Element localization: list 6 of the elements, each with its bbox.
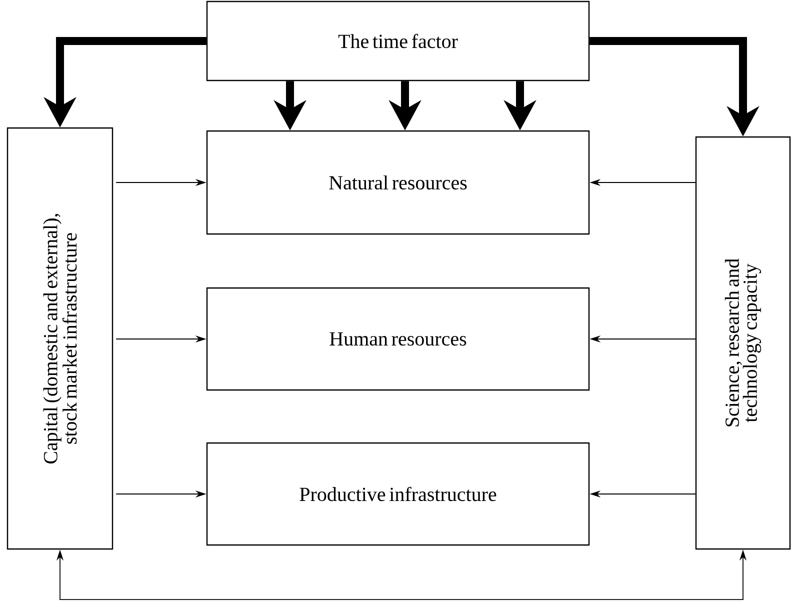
process-box: The time factor [206,0,590,82]
process-box: Human resources [206,287,590,391]
process-box: Natural resources [206,130,590,235]
process-box: Capital (domestic and external), stock market infrastructure [6,127,114,550]
process-box: Science, research and technology capacity [695,136,791,550]
process-box: Productive infrastructure [206,442,590,546]
